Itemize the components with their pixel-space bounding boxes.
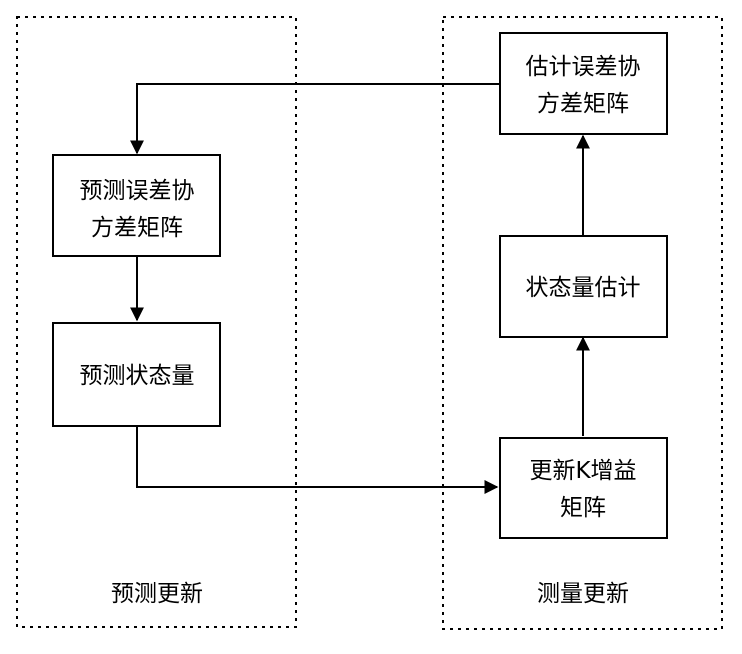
node-est-cov-line-1: 估计误差协 <box>526 54 641 80</box>
node-gain-line-2: 矩阵 <box>560 495 606 521</box>
measure-group-border <box>442 16 723 630</box>
node-predict-cov-line-1: 预测误差协 <box>80 178 195 204</box>
node-est-cov: 估计误差协 方差矩阵 <box>499 32 668 135</box>
node-predict-cov-line-2: 方差矩阵 <box>91 215 183 241</box>
edge-est-cov-to-predict-cov <box>130 83 500 155</box>
node-gain-line-1: 更新K增益 <box>529 458 636 484</box>
predict-group-label: 预测更新 <box>111 581 203 607</box>
node-gain: 更新K增益 矩阵 <box>499 437 668 539</box>
node-predict-state: 预测状态量 <box>52 322 221 427</box>
node-predict-state-line-1: 预测状态量 <box>80 363 195 389</box>
node-state-est-line-1: 状态量估计 <box>526 275 641 301</box>
predict-group-border <box>16 16 297 628</box>
node-predict-cov: 预测误差协 方差矩阵 <box>52 154 221 257</box>
edge-predict-state-to-gain <box>136 426 499 494</box>
node-est-cov-line-2: 方差矩阵 <box>537 91 629 117</box>
node-state-est: 状态量估计 <box>499 235 668 338</box>
measure-group-label: 测量更新 <box>537 581 629 607</box>
